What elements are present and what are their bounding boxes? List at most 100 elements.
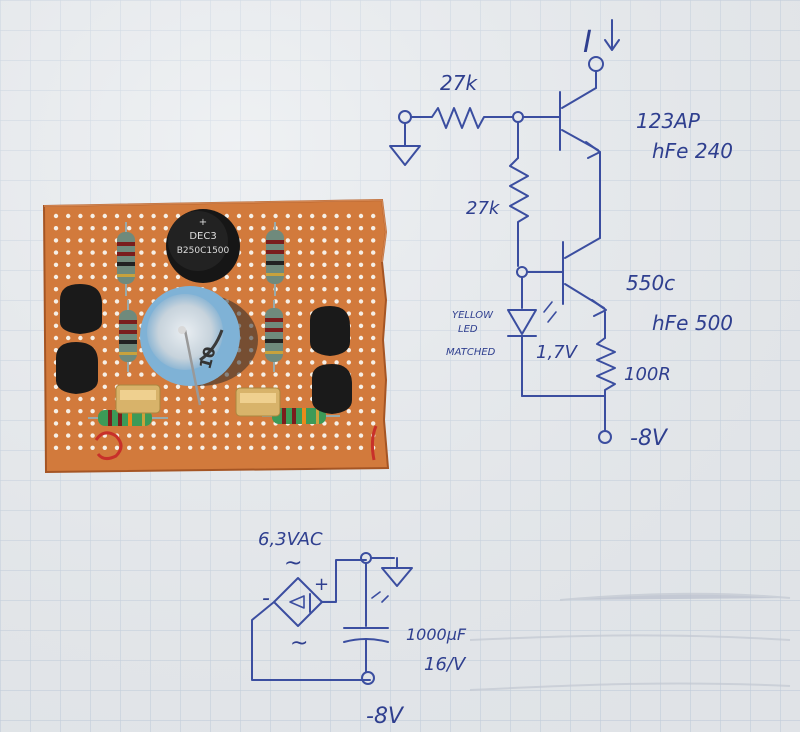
perfboard-hole (297, 372, 303, 377)
perfboard-hole (334, 287, 339, 292)
perfboard-hole (297, 238, 303, 243)
perfboard-hole (285, 299, 290, 304)
perfboard-hole (224, 287, 229, 292)
perfboard-hole (53, 421, 59, 426)
perfboard-hole (371, 274, 376, 280)
perfboard-hole (200, 445, 205, 450)
bridge-brand-mark: DEC3 (189, 231, 216, 242)
perfboard-hole (102, 262, 108, 267)
perfboard-hole (175, 421, 181, 426)
resistor-left-top (117, 222, 135, 296)
perfboard-hole (346, 360, 351, 365)
perfboard-hole (90, 396, 95, 402)
perfboard-hole (78, 421, 83, 426)
perfboard-hole (102, 360, 108, 365)
perfboard-hole (114, 348, 120, 353)
perfboard-hole (175, 384, 181, 389)
perfboard-hole (358, 396, 364, 402)
perfboard-hole (371, 348, 376, 353)
perfboard-hole (78, 433, 83, 438)
r-emitter-resistor (596, 337, 616, 431)
perfboard-hole (151, 213, 156, 219)
perfboard-hole (175, 396, 181, 402)
perfboard-hole (139, 226, 144, 231)
transistor-left-bottom (56, 342, 98, 394)
perfboard-hole (114, 372, 120, 377)
perfboard-hole (358, 311, 364, 316)
perfboard-hole (358, 421, 364, 426)
perfboard-hole (285, 213, 290, 219)
perfboard-hole (66, 238, 71, 243)
perfboard-hole (322, 299, 327, 304)
perfboard-hole (102, 396, 108, 402)
perfboard-hole (334, 445, 339, 450)
perfboard-hole (78, 213, 83, 219)
perfboard-hole (358, 287, 364, 292)
perfboard-hole (53, 348, 59, 353)
perfboard-hole (285, 262, 290, 267)
perfboard-hole (346, 226, 351, 231)
perfboard-hole (188, 445, 193, 450)
perfboard-hole (188, 421, 193, 426)
perfboard-hole (90, 409, 95, 414)
perfboard-hole (322, 274, 327, 280)
perfboard-hole (297, 213, 303, 219)
perfboard-hole (175, 409, 181, 414)
perfboard-hole (139, 299, 144, 304)
perfboard-hole (358, 348, 364, 353)
perfboard-hole (297, 226, 303, 231)
perfboard-hole (163, 433, 168, 438)
perfboard-hole (53, 238, 59, 243)
perfboard-hole (371, 384, 376, 389)
perfboard-hole (224, 274, 229, 280)
perfboard-hole (224, 445, 229, 450)
perfboard-hole (163, 384, 168, 389)
perfboard-hole (151, 287, 156, 292)
perfboard-hole (224, 396, 229, 402)
transistor-top-label: 123AP (636, 109, 701, 133)
supply-sketch: 6,3VAC ~ ~ - + 1000µF 16/V -8V (251, 529, 467, 729)
led-label-line2: LED (458, 324, 478, 335)
perfboard-hole (139, 287, 144, 292)
perfboard-hole (346, 213, 351, 219)
perfboard-hole (163, 409, 168, 414)
perfboard-hole (212, 287, 217, 292)
perfboard-hole (102, 226, 108, 231)
perfboard-hole (371, 238, 376, 243)
perfboard-hole (261, 299, 266, 304)
perfboard-hole (358, 433, 364, 438)
perfboard-hole (151, 262, 156, 267)
current-label: I (583, 25, 592, 60)
perfboard-hole (310, 274, 315, 280)
perfboard-hole (114, 299, 120, 304)
perfboard-hole (53, 396, 59, 402)
perfboard-hole (66, 421, 71, 426)
perfboard-hole (297, 287, 303, 292)
perfboard-hole (236, 433, 242, 438)
perfboard-hole (261, 323, 266, 328)
r-mid-label: 27k (466, 198, 501, 219)
resistor-right-top (266, 222, 284, 296)
perfboard-hole (78, 335, 83, 341)
perfboard-hole (334, 433, 339, 438)
perfboard-hole (53, 274, 59, 280)
perfboard-hole (285, 348, 290, 353)
perfboard-hole (236, 274, 242, 280)
perfboard-hole (212, 396, 217, 402)
perfboard-hole (249, 262, 254, 267)
perfboard-hole (102, 445, 108, 450)
perfboard-hole (90, 250, 95, 255)
perfboard-hole (346, 238, 351, 243)
cap-value: 1000µF (406, 625, 467, 644)
perfboard-hole (261, 421, 266, 426)
perfboard-hole (78, 238, 83, 243)
perfboard-hole (334, 238, 339, 243)
perfboard-hole (346, 299, 351, 304)
perfboard-hole (297, 384, 303, 389)
perfboard-hole (346, 433, 351, 438)
ac-tilde-bottom: ~ (290, 631, 308, 656)
perfboard-hole (334, 299, 339, 304)
perfboard-hole (53, 445, 59, 450)
rail-terminal (598, 430, 612, 444)
perfboard-hole (90, 433, 95, 438)
